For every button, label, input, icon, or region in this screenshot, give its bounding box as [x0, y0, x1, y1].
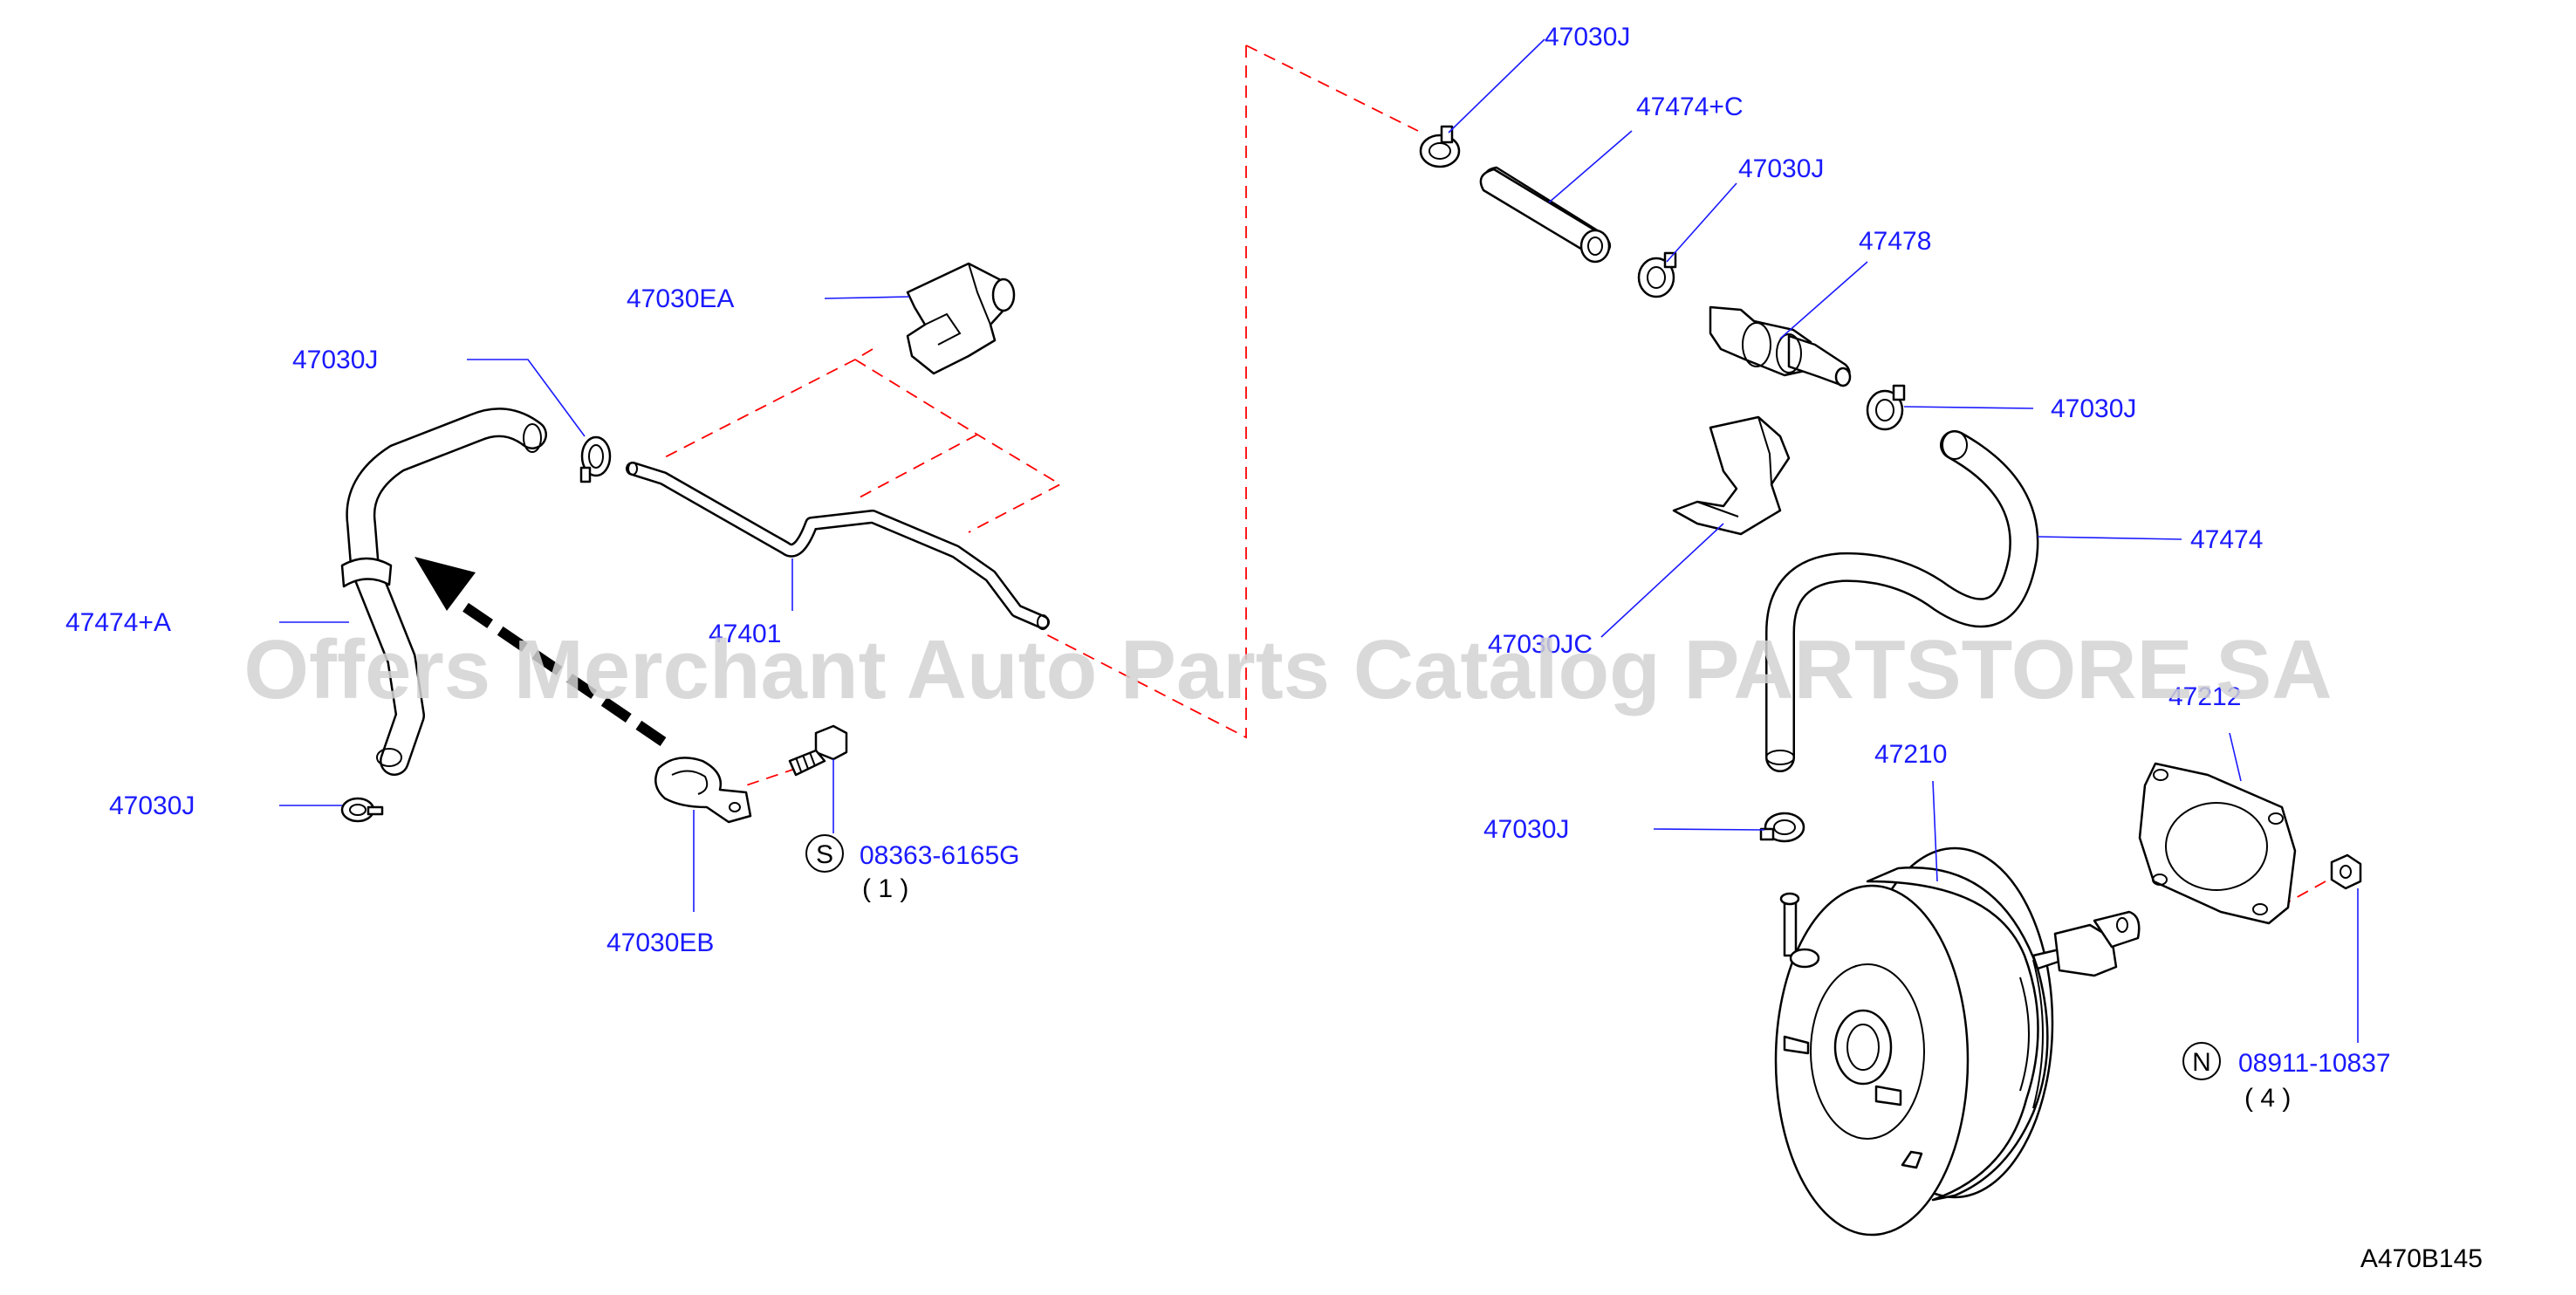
nut-08911-10837	[2330, 853, 2362, 890]
callout-47474c: 47474+C	[1636, 92, 1744, 121]
hose-clamp-47030j-top	[1419, 125, 1461, 168]
hose-47474a	[340, 408, 547, 776]
callout-47474a: 47474+A	[65, 608, 171, 637]
callout-47210: 47210	[1874, 740, 1947, 769]
callout-47030j-top: 47030J	[1545, 23, 1630, 51]
callout-47212: 47212	[2168, 682, 2241, 711]
check-valve-47478	[1709, 305, 1852, 387]
callout-labels: 47030J 47474+C 47030J 47478 47030J 47474…	[65, 23, 2263, 957]
fastener-nut-callout: N 08911-10837 ( 4 )	[2182, 1042, 2391, 1113]
fastener-bolt-callout: S 08363-6165G ( 1 )	[805, 834, 1020, 903]
hose-clip-47030jc	[1672, 415, 1791, 536]
nut-part-number: 08911-10837	[2238, 1049, 2391, 1078]
vacuum-tube-47401	[626, 462, 1050, 630]
hose-clamp-47030j-bottom-left	[340, 797, 384, 823]
bolt-part-number: 08363-6165G	[860, 841, 1020, 870]
callout-47030j-left: 47030J	[292, 346, 378, 374]
hose-clamp-47030j-left	[579, 435, 612, 483]
diagram-reference-code: A470B145	[2360, 1244, 2483, 1273]
nut-quantity: ( 4 )	[2244, 1084, 2291, 1113]
bolt-symbol: S	[816, 840, 833, 869]
gasket-47212	[2138, 762, 2297, 925]
tube-bracket-47030eb	[654, 757, 752, 824]
hose-47474c	[1479, 166, 1612, 264]
leader-lines	[279, 38, 2359, 1043]
callout-47030j-right: 47030J	[2051, 394, 2136, 423]
callout-47401: 47401	[709, 620, 781, 648]
hose-clamp-47030j-mid	[1637, 251, 1677, 298]
callout-47030ea: 47030EA	[627, 284, 734, 313]
brake-booster-47210	[1774, 846, 2141, 1237]
tube-clip-47030ea	[906, 262, 1016, 375]
phantom-lines	[662, 45, 2326, 904]
callout-47030eb: 47030EB	[606, 928, 714, 957]
nut-symbol: N	[2192, 1048, 2211, 1077]
callout-47030j-bottom-left: 47030J	[109, 791, 195, 820]
callout-47030j-mid: 47030J	[1738, 154, 1824, 183]
watermark-text: Offers Merchant Auto Parts Catalog PARTS…	[243, 623, 2332, 716]
bolt-08363-6165g	[788, 724, 848, 777]
callout-47478: 47478	[1859, 227, 1931, 256]
hose-47474	[1765, 430, 2039, 772]
front-direction-arrow-icon	[414, 557, 667, 746]
callout-47474: 47474	[2190, 525, 2263, 554]
callout-47030jc: 47030JC	[1488, 630, 1593, 659]
hose-clamp-47030j-lower	[1759, 812, 1805, 843]
callout-47030j-lower: 47030J	[1483, 815, 1569, 844]
bolt-quantity: ( 1 )	[862, 874, 908, 903]
hose-clamp-47030j-right	[1866, 384, 1906, 431]
